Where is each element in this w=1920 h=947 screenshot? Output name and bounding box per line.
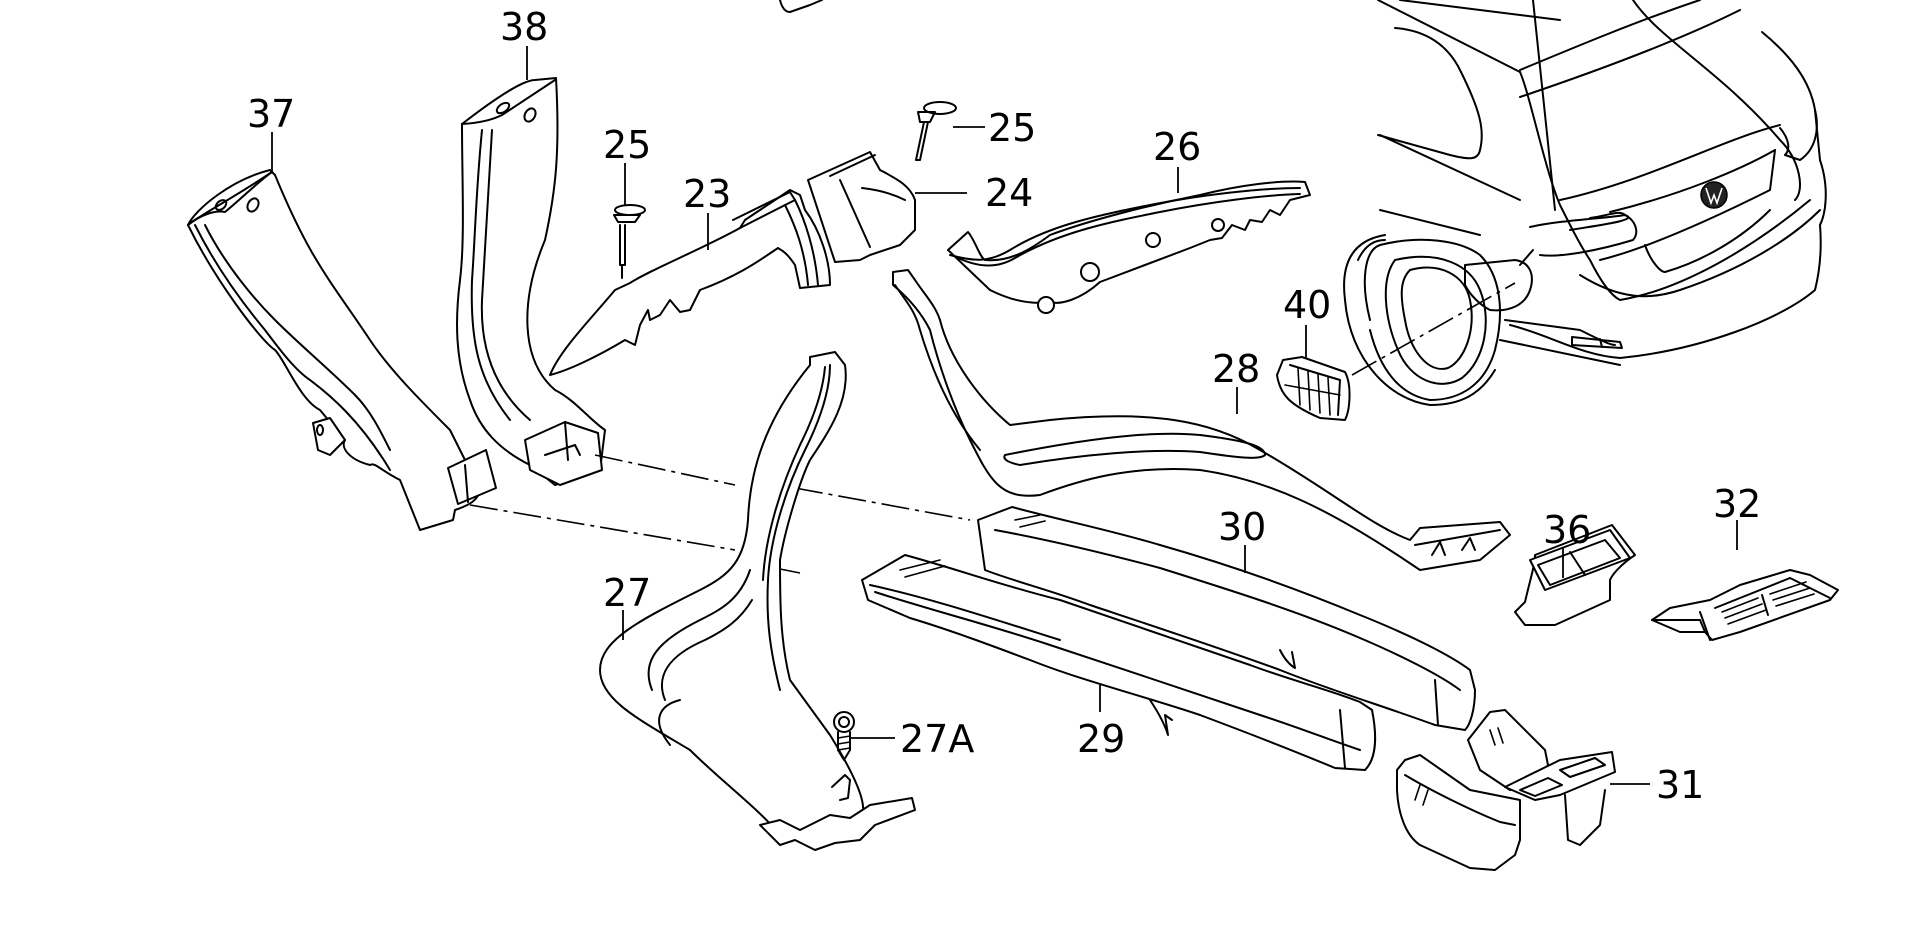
callout-25-right: 25 <box>988 106 1036 150</box>
callout-38: 38 <box>500 5 548 49</box>
callout-25-left: 25 <box>603 123 651 167</box>
part-28-duct <box>892 269 1511 571</box>
callout-28: 28 <box>1212 347 1260 391</box>
callout-31: 31 <box>1656 763 1704 807</box>
callout-23: 23 <box>683 172 731 216</box>
screw-27A <box>833 711 855 761</box>
part-23-duct <box>549 189 831 376</box>
part-27-duct <box>599 351 916 851</box>
part-36-vent <box>1514 524 1636 626</box>
part-32-vent <box>1651 569 1839 641</box>
part-40-vent <box>1276 356 1351 421</box>
connector-line <box>794 487 971 521</box>
callout-24: 24 <box>985 171 1033 215</box>
part-24-connector <box>807 151 916 263</box>
callout-26: 26 <box>1153 125 1201 169</box>
clip-25-right <box>915 101 957 161</box>
part-29-floor-duct <box>861 554 1377 771</box>
callout-40: 40 <box>1283 283 1331 327</box>
callout-27A: 27A <box>900 717 974 761</box>
vehicle-locator <box>1343 0 1827 406</box>
part-37-duct <box>187 169 497 531</box>
connector-line <box>594 454 736 486</box>
clip-25-left <box>613 204 646 279</box>
part-38-duct <box>456 77 606 486</box>
callout-labels: 37 38 25 23 25 24 26 40 28 27 27A 30 29 … <box>247 5 1761 807</box>
cropped-part-outline <box>779 0 823 13</box>
callout-36: 36 <box>1543 508 1591 552</box>
callout-29: 29 <box>1077 717 1125 761</box>
part-31-distributor <box>1396 709 1616 871</box>
connector-line <box>469 504 736 551</box>
part-30-floor-duct <box>977 506 1476 731</box>
wheel-icon <box>1343 209 1501 406</box>
leader-lines <box>271 46 1738 785</box>
callout-30: 30 <box>1218 505 1266 549</box>
part-26-duct <box>947 180 1311 314</box>
callout-32: 32 <box>1713 482 1761 526</box>
callout-27: 27 <box>603 571 651 615</box>
callout-37: 37 <box>247 92 295 136</box>
